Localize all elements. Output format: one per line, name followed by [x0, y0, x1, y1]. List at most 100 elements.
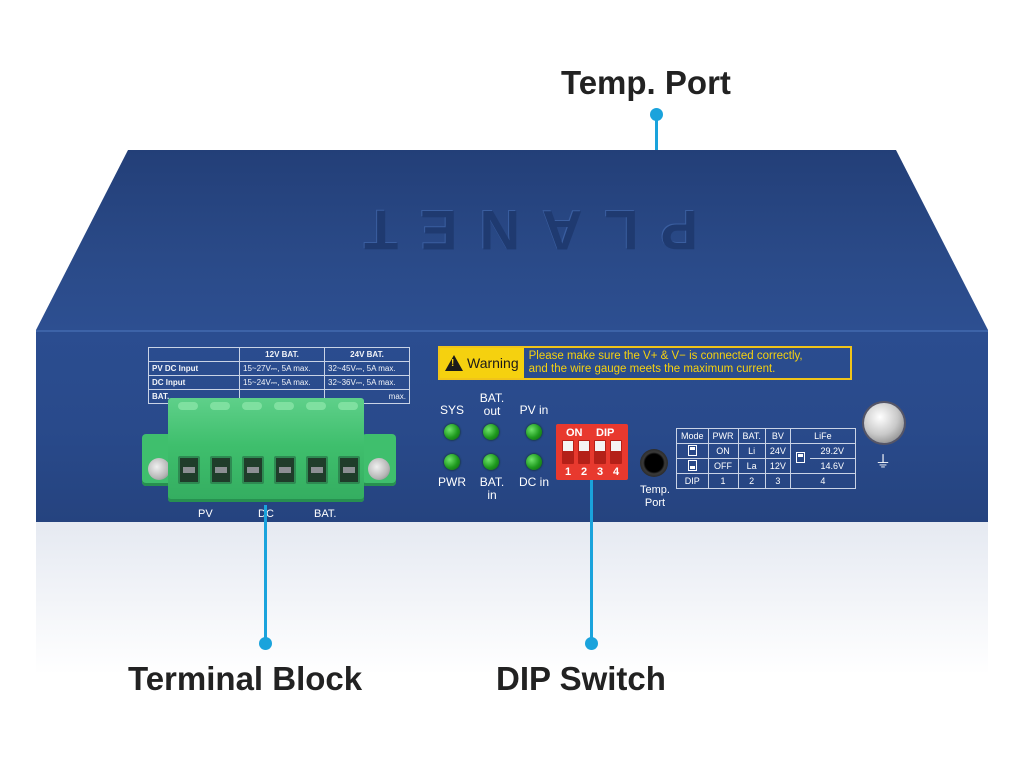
led-pv-in	[526, 424, 542, 440]
mode-cell: DIP	[676, 473, 709, 489]
spec-cell: 32~45V⎓, 5A max.	[324, 361, 410, 376]
mode-cell: Li	[737, 443, 766, 459]
led-label-sys: SYS	[439, 403, 464, 417]
dip-toggle-4[interactable]	[610, 440, 622, 464]
mode-cell: 14.6V	[809, 458, 856, 474]
dip-on-label: ON	[566, 427, 583, 439]
warning-tag-text: Warning	[467, 355, 519, 371]
dip-label: DIP	[596, 427, 615, 439]
mode-switch-lifepo-icon	[789, 443, 810, 474]
terminal-screw-top	[178, 402, 198, 410]
terminal-label-bat: BAT.	[314, 508, 337, 520]
terminal-screw-top	[338, 402, 358, 410]
warning-triangle-icon: !	[445, 355, 463, 371]
spec-cell: 32~36V⎓, 5A max.	[324, 375, 410, 390]
dip-toggle-1[interactable]	[562, 440, 574, 464]
mode-cell: 4	[789, 473, 856, 489]
terminal-screw-top	[274, 402, 294, 410]
mode-switch-down-icon	[676, 458, 709, 474]
terminal-screw-top	[242, 402, 262, 410]
dip-number-3: 3	[597, 466, 604, 478]
terminal-block-callout-dot	[259, 637, 272, 650]
terminal-block-callout-line	[264, 505, 267, 641]
mode-cell: OFF	[707, 458, 739, 474]
dip-switch[interactable]: ON DIP 1 2 3 4	[556, 424, 628, 480]
dip-toggle-3[interactable]	[594, 440, 606, 464]
ground-screw[interactable]	[864, 403, 904, 443]
terminal-wire-slot[interactable]	[210, 456, 232, 484]
mode-header: PWR	[707, 428, 739, 444]
terminal-wire-slot[interactable]	[178, 456, 200, 484]
led-label-bat-out: BAT. out	[472, 392, 512, 418]
led-label-bat-out-line1: BAT.	[479, 391, 505, 405]
mode-cell: 29.2V	[809, 443, 856, 459]
mode-header: BAT.	[737, 428, 766, 444]
terminal-mount-screw-right	[368, 458, 390, 480]
spec-row-label: DC Input	[148, 375, 240, 390]
led-label-dc-in: DC in	[518, 475, 549, 489]
spec-cell: 15~27V⎓, 5A max.	[239, 361, 325, 376]
led-label-bat-in-line2: in	[487, 488, 497, 502]
dip-number-2: 2	[581, 466, 588, 478]
led-label-bat-in: BAT. in	[472, 476, 512, 502]
mode-cell: ON	[707, 443, 739, 459]
dip-switch-callout-dot	[585, 637, 598, 650]
temp-port-label: Temp. Port	[630, 484, 680, 510]
led-label-pv-in: PV in	[519, 403, 549, 417]
spec-header-24v: 24V BAT.	[324, 347, 410, 362]
terminal-screw-top	[210, 402, 230, 410]
terminal-body	[168, 398, 364, 502]
terminal-label-pv: PV	[198, 508, 213, 520]
mode-switch-up-icon	[676, 443, 709, 459]
terminal-wire-slot[interactable]	[338, 456, 360, 484]
mode-cell: 3	[764, 473, 791, 489]
temp-port-label-line2: Port	[644, 497, 666, 509]
spec-cell: 15~24V⎓, 5A max.	[239, 375, 325, 390]
spec-header-12v: 12V BAT.	[239, 347, 325, 362]
dip-mode-table: Mode PWR BAT. BV LiFe ON Li 24V 29.2V OF…	[676, 428, 856, 489]
dip-toggle-2[interactable]	[578, 440, 590, 464]
warning-line-2: and the wire gauge meets the maximum cur…	[528, 363, 776, 375]
led-dc-in	[526, 454, 542, 470]
device-top-panel	[36, 150, 988, 330]
warning-text: Please make sure the V+ & V− is connecte…	[524, 348, 808, 378]
terminal-block[interactable]	[140, 398, 398, 502]
temp-port-jack[interactable]	[640, 449, 668, 477]
spec-header-blank	[148, 347, 240, 362]
device-reflection	[36, 522, 988, 702]
terminal-block-callout-label: Terminal Block	[128, 660, 363, 697]
warning-tag: ! Warning	[440, 348, 524, 378]
mode-header: BV	[764, 428, 791, 444]
terminal-mount-screw-left	[148, 458, 170, 480]
mode-cell: 24V	[764, 443, 791, 459]
warning-line-1: Please make sure the V+ & V− is connecte…	[528, 350, 803, 362]
mode-header: Mode	[676, 428, 709, 444]
led-bat-in	[483, 454, 499, 470]
led-label-pwr: PWR	[438, 475, 466, 489]
dip-number-1: 1	[565, 466, 572, 478]
led-label-bat-in-line1: BAT.	[479, 475, 505, 489]
ground-icon: ⏚	[875, 454, 892, 471]
led-pwr	[444, 454, 460, 470]
mode-header: LiFe	[789, 428, 856, 444]
temp-port-label-line1: Temp.	[640, 484, 670, 496]
brand-logo-embossed: PLANET	[342, 199, 698, 262]
dip-switch-callout-line	[590, 480, 593, 641]
dip-number-4: 4	[613, 466, 620, 478]
led-label-bat-out-line2: out	[483, 404, 501, 418]
dip-switch-callout-label: DIP Switch	[496, 660, 666, 697]
terminal-wire-slot[interactable]	[274, 456, 296, 484]
spec-row-label: PV DC Input	[148, 361, 240, 376]
mode-cell: La	[737, 458, 766, 474]
mode-cell: 12V	[764, 458, 791, 474]
warning-label: ! Warning Please make sure the V+ & V− i…	[438, 346, 852, 380]
terminal-screw-top	[306, 402, 326, 410]
terminal-wire-slot[interactable]	[242, 456, 264, 484]
led-bat-out	[483, 424, 499, 440]
led-sys	[444, 424, 460, 440]
mode-cell: 1	[707, 473, 739, 489]
power-spec-table: 12V BAT. 24V BAT. PV DC Input 15~27V⎓, 5…	[148, 347, 410, 404]
mode-cell: 2	[737, 473, 766, 489]
terminal-wire-slot[interactable]	[306, 456, 328, 484]
temp-port-callout-label: Temp. Port	[561, 64, 731, 101]
